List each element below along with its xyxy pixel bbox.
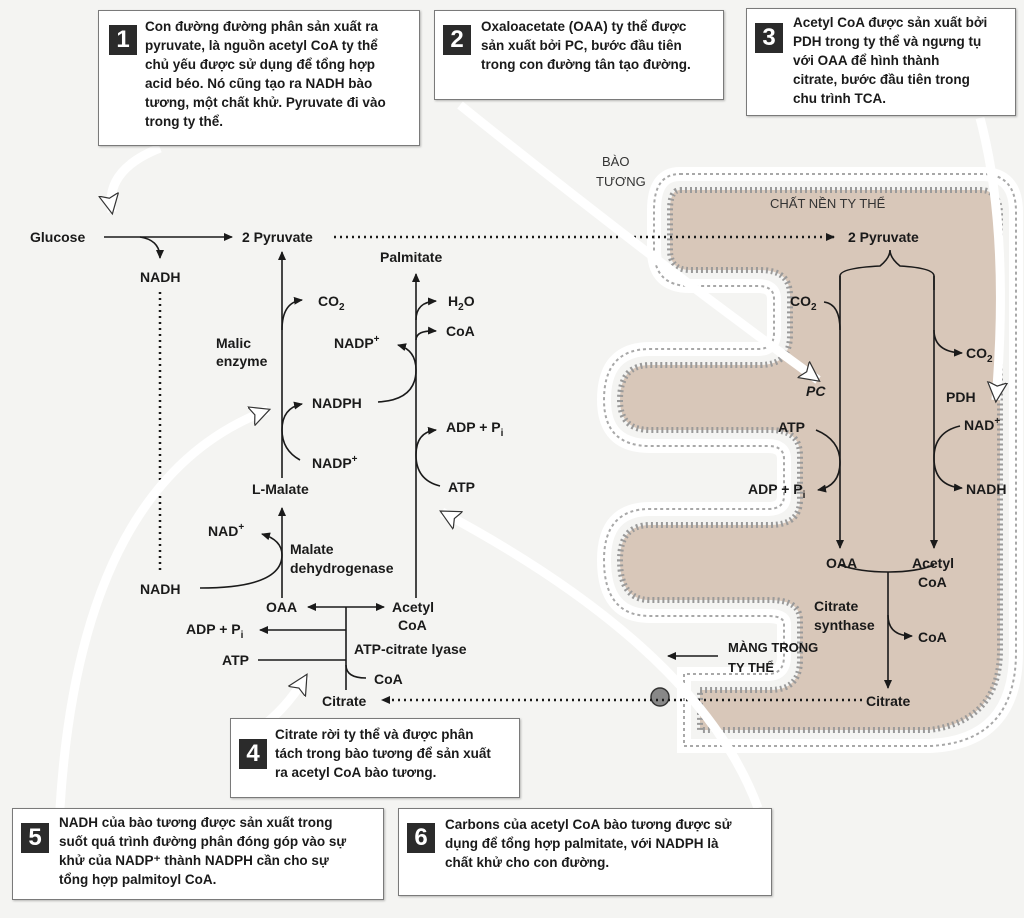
cytosol-label-2: TƯƠNG	[596, 174, 646, 189]
mdh-label-1: Malate	[290, 541, 334, 557]
mito-co2-left-label: CO2	[790, 293, 817, 313]
fa-coa-arrow	[415, 326, 437, 341]
callout-2-pointer	[457, 101, 818, 384]
mitochondrion	[596, 167, 1023, 753]
pdh-co2-arrow	[933, 329, 963, 357]
membrane-label-1: MÀNG TRONG	[728, 640, 818, 655]
matrix-label: CHẤT NỀN TY THỂ	[770, 196, 886, 211]
callout-box-5: 5 NADH của bào tương được sản xuất trong…	[12, 808, 384, 900]
cs-label-1: Citrate	[814, 598, 859, 614]
mito-atp-label: ATP	[778, 419, 805, 435]
glycolysis-nadh-arrow	[139, 236, 164, 259]
pdh-label: PDH	[946, 389, 976, 405]
acl-adp-label: ADP + Pi	[186, 621, 244, 641]
fa-atp-arrow	[415, 426, 441, 487]
acetyl-mito-label-2: CoA	[918, 574, 947, 590]
mdh-nad-label: NAD+	[208, 522, 244, 539]
acetyl-cytosol-label-1: Acetyl	[392, 599, 434, 615]
mitochondrial-matrix	[616, 187, 1003, 733]
cytosol-arrows	[104, 233, 862, 704]
malic-co2-label: CO2	[318, 293, 345, 313]
glucose-label: Glucose	[30, 229, 85, 245]
acetyl-mito-label-1: Acetyl	[912, 555, 954, 571]
palmitate-label: Palmitate	[380, 249, 442, 265]
pdh-nad-arrow	[933, 425, 963, 492]
cs-coa-arrow	[887, 614, 913, 640]
pc-atp-arrow	[815, 429, 841, 493]
callout-text-6: Carbons của acetyl CoA bào tương được sử…	[445, 817, 732, 870]
membrane-label-2: TY THỂ	[728, 660, 774, 675]
pc-co2-arrow	[823, 301, 841, 331]
cs-label-2: synthase	[814, 617, 875, 633]
mdh-label-2: dehydrogenase	[290, 560, 394, 576]
mito-co2-right-label: CO2	[966, 345, 993, 365]
callout-3-pointer	[975, 116, 1000, 400]
fa-adp-label: ADP + Pi	[446, 419, 504, 439]
callout-number-4: 4	[239, 739, 267, 769]
citrate-cytosol-label: Citrate	[322, 693, 367, 709]
malic-enzyme-label-1: Malic	[216, 335, 251, 351]
inner-membrane-outer-heads	[602, 173, 1017, 747]
transporter-icon	[650, 687, 670, 707]
fa-nadph-arrow	[377, 343, 417, 403]
oaa-mito-label: OAA	[826, 555, 857, 571]
pyruvate-brace	[839, 249, 935, 290]
fa-nadp-label: NADP+	[334, 334, 380, 351]
mdh-nadh-arrow	[199, 532, 283, 589]
pyruvate-mito-label: 2 Pyruvate	[848, 229, 919, 245]
acl-coa-label: CoA	[374, 671, 403, 687]
callout-number-5: 5	[21, 823, 49, 853]
callout-number-3: 3	[755, 23, 783, 53]
nadph-label: NADPH	[312, 395, 362, 411]
callout-5-pointer	[55, 405, 268, 809]
fa-h2o-label: H2O	[448, 293, 475, 313]
callout-number-1: 1	[109, 25, 137, 55]
mito-nadh-label: NADH	[966, 481, 1006, 497]
l-malate-label: L-Malate	[252, 481, 309, 497]
acl-coa-arrow	[345, 664, 367, 679]
cs-coa-label: CoA	[918, 629, 947, 645]
fa-atp-label: ATP	[448, 479, 475, 495]
callout-number-2: 2	[443, 25, 471, 55]
fa-coa-label: CoA	[446, 323, 475, 339]
callout-pointers	[55, 101, 1000, 810]
callout-box-6: 6 Carbons của acetyl CoA bào tương được …	[398, 808, 772, 896]
malic-nadph-arrow	[281, 401, 303, 461]
mito-nad-label: NAD+	[964, 416, 1000, 433]
mito-arrows	[815, 249, 963, 689]
nadh-top-label: NADH	[140, 269, 180, 285]
acetyl-cytosol-label-2: CoA	[398, 617, 427, 633]
oaa-cytosol-label: OAA	[266, 599, 297, 615]
citrate-mito-label: Citrate	[866, 693, 911, 709]
malic-nadp-label: NADP+	[312, 454, 358, 471]
mito-adp-label: ADP + Pi	[748, 481, 806, 501]
fa-h2o-arrow	[415, 297, 437, 321]
pc-label: PC	[806, 383, 826, 399]
pyruvate-cytosol-label: 2 Pyruvate	[242, 229, 313, 245]
acl-atp-label: ATP	[222, 652, 249, 668]
cytosol-label-1: BÀO	[602, 154, 629, 169]
callout-number-6: 6	[407, 823, 435, 853]
nadh-bottom-label: NADH	[140, 581, 180, 597]
callout-1-pointer	[111, 143, 162, 212]
callout-6-pointer	[442, 508, 763, 810]
malic-co2-arrow	[281, 296, 303, 331]
acl-label: ATP-citrate lyase	[354, 641, 467, 657]
malic-enzyme-label-2: enzyme	[216, 353, 268, 369]
